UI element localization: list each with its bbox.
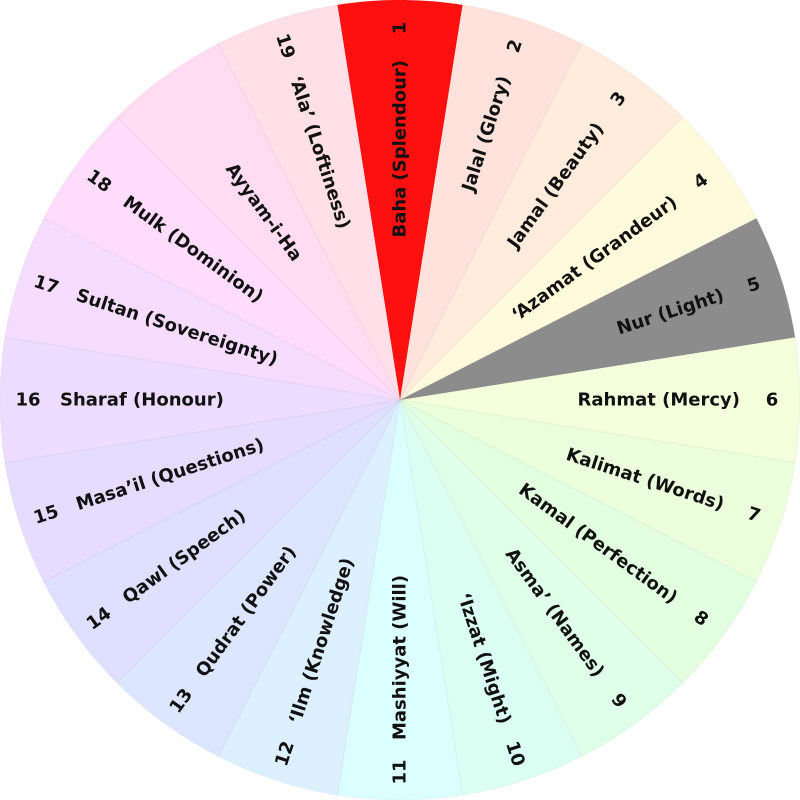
segment-4 bbox=[399, 116, 758, 401]
segment-2 bbox=[399, 4, 583, 401]
segment-label-group: Sharaf (Honour) 16 bbox=[15, 390, 223, 411]
segment-19 bbox=[217, 4, 401, 401]
segment-17 bbox=[4, 217, 401, 401]
segment-label-group: Mashiyyat (Will) 11 bbox=[390, 575, 411, 785]
month-number: 2 bbox=[503, 37, 527, 55]
segment-14 bbox=[42, 399, 401, 684]
month-number: 5 bbox=[745, 273, 763, 297]
segment-5 bbox=[399, 217, 796, 401]
segment-15 bbox=[4, 399, 401, 583]
month-number: 6 bbox=[766, 390, 779, 411]
segment-8 bbox=[399, 399, 758, 684]
segment-1 bbox=[336, 0, 464, 401]
segment-16 bbox=[0, 336, 401, 464]
segment-7 bbox=[399, 399, 796, 583]
month-number: 1 bbox=[390, 22, 411, 35]
month-label: Rahmat (Mercy) bbox=[578, 390, 740, 411]
segment-9 bbox=[399, 399, 684, 758]
month-number: 11 bbox=[390, 759, 411, 784]
segment-ayyam-i-ha bbox=[116, 42, 401, 401]
segment-3 bbox=[399, 42, 684, 401]
segment-13 bbox=[116, 399, 401, 758]
segment-label-group: Rahmat (Mercy) 6 bbox=[578, 390, 779, 411]
month-number: 7 bbox=[745, 503, 763, 527]
segment-18 bbox=[42, 116, 401, 401]
month-label: Mashiyyat (Will) bbox=[390, 575, 411, 740]
month-number: 16 bbox=[15, 390, 40, 411]
segment-12 bbox=[217, 399, 401, 796]
month-label: Baha (Splendour) bbox=[390, 60, 411, 238]
segment-label-group: Baha (Splendour) 1 bbox=[390, 22, 411, 238]
month-label: Sharaf (Honour) bbox=[60, 390, 224, 411]
segment-10 bbox=[399, 399, 583, 796]
